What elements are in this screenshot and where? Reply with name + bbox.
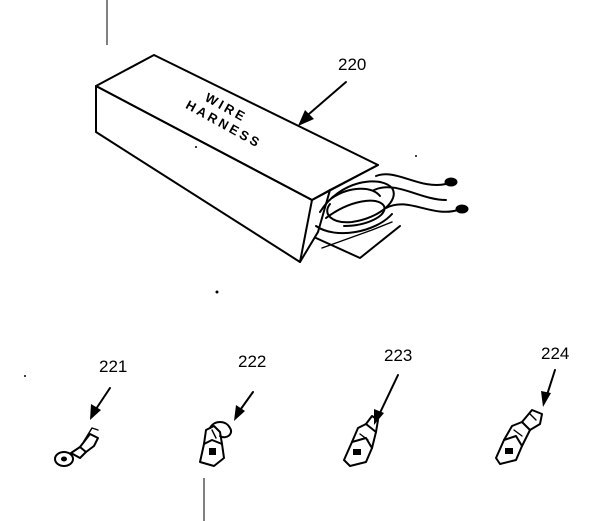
leader-arrow-224: [541, 369, 556, 407]
leader-arrow-220: [298, 81, 347, 126]
callout-number-222: 222: [238, 352, 266, 371]
callout-number-220: 220: [338, 55, 366, 74]
terminal-224: [495, 409, 543, 465]
callout-number-224: 224: [541, 344, 569, 363]
ring-terminal-221: [54, 427, 99, 467]
callout-number-223: 223: [384, 346, 412, 365]
flag-terminal-222: [199, 421, 232, 467]
leader-arrow-221: [90, 387, 111, 420]
leader-arrow-222: [234, 391, 254, 421]
wire-harness-box: WIRE HARNESS: [95, 54, 469, 263]
scan-speck: [195, 146, 197, 148]
callout-number-221: 221: [99, 357, 127, 376]
scan-speck: [24, 375, 26, 377]
scan-speck: [215, 290, 219, 294]
scan-speck: [415, 155, 417, 157]
leader-arrow-223: [374, 374, 399, 425]
terminal-223: [343, 415, 379, 467]
